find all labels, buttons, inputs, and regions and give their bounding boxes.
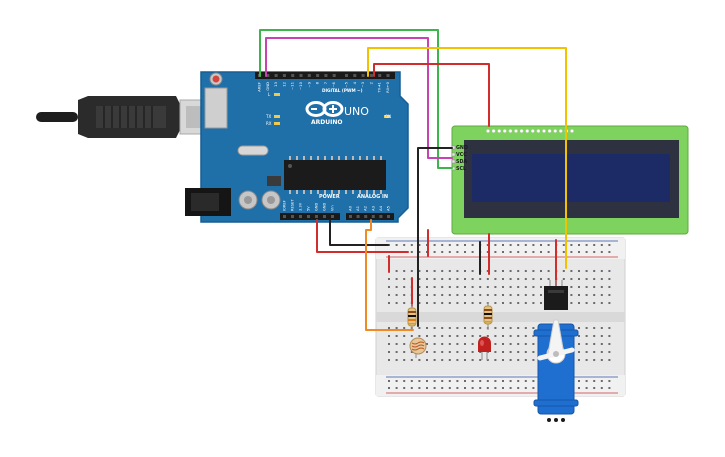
analog-pin-label: A0 — [348, 205, 353, 211]
power-pin-labels: IOREF RESET 3.3V 5V GND GND Vin — [283, 199, 335, 211]
power-pin-0[interactable] — [283, 215, 286, 218]
analog-pin-1[interactable] — [356, 215, 360, 218]
digital-pin-5[interactable] — [299, 74, 303, 77]
digital-header-label: DIGITAL (PWM ~) — [322, 88, 363, 93]
digital-pin-label: RX←0 — [385, 81, 390, 92]
power-pin-label: 3.3V — [299, 202, 303, 211]
usb-cable — [36, 96, 211, 138]
on-led-label: ON — [385, 114, 391, 119]
power-pin-4[interactable] — [315, 215, 318, 218]
power-pin-label: 5V — [307, 206, 311, 211]
wire-black-gnd[interactable] — [417, 147, 453, 327]
digital-pin-1[interactable] — [266, 74, 270, 77]
lcd-pin-label: VCC — [456, 152, 467, 158]
analog-header-label: ANALOG IN — [357, 194, 388, 200]
wire-black-gnd2[interactable] — [329, 219, 389, 246]
analog-pin-4[interactable] — [379, 215, 383, 218]
rx-led-label: RX — [266, 121, 272, 126]
wire-yellow[interactable] — [367, 47, 567, 269]
digital-pin-3[interactable] — [282, 74, 286, 77]
wire-green[interactable] — [259, 29, 453, 169]
digital-pin-label: ~10 — [298, 81, 303, 90]
lcd-pin-label: GND — [456, 145, 468, 151]
digital-pin-label: GND — [265, 82, 270, 91]
power-header-label: POWER — [319, 194, 340, 200]
digital-pin-12[interactable] — [361, 74, 365, 77]
analog-pin-label: A4 — [378, 205, 383, 211]
analog-pin-5[interactable] — [387, 215, 390, 218]
digital-pin-label: ~3 — [360, 81, 365, 87]
wire-orange[interactable] — [365, 219, 414, 331]
power-pin-label: IOREF — [283, 200, 287, 211]
analog-pin-0[interactable] — [349, 215, 352, 218]
arduino-board — [185, 71, 409, 223]
digital-pin-label: 2 — [368, 81, 373, 84]
digital-pin-6[interactable] — [307, 74, 311, 77]
power-pin-label: GND — [323, 203, 327, 211]
lcd-pin-sda[interactable] — [451, 159, 456, 164]
arduino-logo-text: ARDUINO — [311, 119, 342, 126]
digital-pin-label: AREF — [257, 82, 262, 92]
digital-pin-13[interactable] — [369, 74, 373, 77]
analog-pin-2[interactable] — [364, 215, 368, 218]
power-pin-1[interactable] — [291, 215, 294, 218]
digital-pin-8[interactable] — [324, 74, 328, 77]
digital-pin-15[interactable] — [386, 74, 390, 77]
lcd-pin-label: SDA — [456, 159, 467, 165]
power-pin-6[interactable] — [331, 215, 334, 218]
power-pin-2[interactable] — [299, 215, 302, 218]
digital-pin-label: 12 — [281, 81, 286, 86]
resistor[interactable] — [407, 304, 417, 330]
digital-pin-label: ~6 — [331, 81, 336, 87]
digital-pin-4[interactable] — [291, 74, 295, 77]
digital-pin-label: 13 — [273, 81, 278, 86]
power-pin-label: GND — [315, 203, 319, 211]
power-pin-3[interactable] — [307, 215, 310, 218]
lcd-pin-label: SCL — [456, 166, 466, 172]
analog-pin-label: A3 — [370, 205, 375, 211]
analog-pin-3[interactable] — [371, 215, 375, 218]
lcd-module — [451, 125, 689, 235]
wire-red-5v[interactable] — [316, 219, 409, 253]
servo-motor[interactable] — [533, 280, 579, 422]
wire-red-signal[interactable] — [373, 63, 490, 127]
digital-pin-10[interactable] — [345, 74, 348, 77]
arduino-infinity-logo-icon — [305, 101, 344, 117]
power-pin-label: RESET — [291, 199, 295, 211]
power-pin-5[interactable] — [323, 215, 326, 218]
digital-pin-11[interactable] — [353, 74, 357, 77]
digital-pin-label: 7 — [323, 81, 328, 84]
red-led[interactable] — [478, 336, 491, 360]
lcd-screen — [472, 154, 670, 202]
digital-pin-7[interactable] — [316, 74, 320, 77]
digital-pin-label: TX➔1 — [377, 81, 382, 93]
analog-pin-label: A2 — [363, 205, 368, 211]
wire-magenta[interactable] — [265, 37, 453, 159]
analog-pin-label: A1 — [355, 205, 360, 211]
power-pin-label: Vin — [331, 205, 335, 211]
photoresistor[interactable] — [409, 337, 427, 358]
lcd-pin-holes — [486, 129, 574, 133]
analog-pin-label: A5 — [386, 205, 391, 211]
digital-pin-label: ~5 — [344, 81, 349, 87]
digital-pin-2[interactable] — [274, 74, 278, 77]
arduino-model-text: UNO — [344, 105, 369, 118]
l-led-label: L — [268, 92, 271, 97]
digital-pin-label: ~9 — [306, 81, 311, 87]
tx-led-label: TX — [265, 114, 271, 119]
digital-pin-label: 4 — [352, 81, 357, 84]
digital-pin-9[interactable] — [332, 74, 336, 77]
lcd-pin-vcc[interactable] — [451, 152, 456, 157]
digital-pin-label: 8 — [315, 81, 320, 84]
resistor[interactable] — [483, 302, 493, 330]
digital-pin-14[interactable] — [378, 74, 382, 77]
power-pin-header — [280, 213, 340, 220]
digital-pin-label: ~11 — [290, 81, 295, 90]
analog-pin-header — [346, 213, 394, 220]
